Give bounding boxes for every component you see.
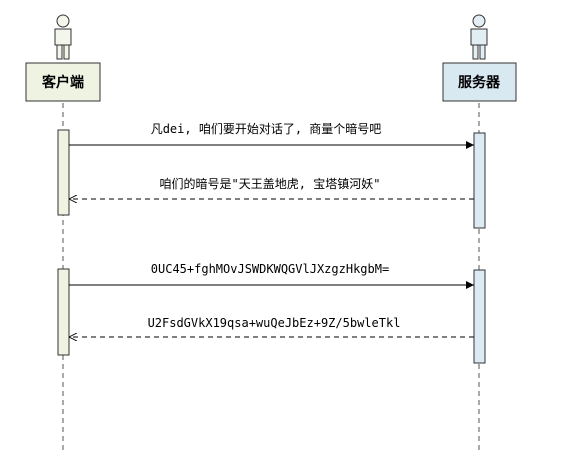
message-label: U2FsdGVkX19qsa+wuQeJbEz+9Z/5bwleTkl	[148, 316, 401, 330]
client-participant-label: 客户端	[41, 74, 84, 91]
client-participant-box	[25, 62, 101, 102]
message-label: 凡dei, 咱们要开始对话了, 商量个暗号吧	[151, 121, 382, 136]
server-participant-box	[442, 62, 517, 102]
client-activation-bar	[57, 268, 70, 356]
client-actor-icon	[54, 14, 72, 60]
server-activation-bar	[473, 132, 486, 229]
message-label: 咱们的暗号是"天王盖地虎, 宝塔镇河妖"	[160, 176, 381, 191]
message-label: 0UC45+fghMOvJSWDKWQGVlJXzgzHkgbM=	[151, 262, 389, 276]
server-activation-bar	[473, 269, 486, 364]
server-participant-label: 服务器	[458, 74, 501, 91]
client-activation-bar	[57, 129, 70, 216]
server-actor-icon	[470, 14, 488, 60]
